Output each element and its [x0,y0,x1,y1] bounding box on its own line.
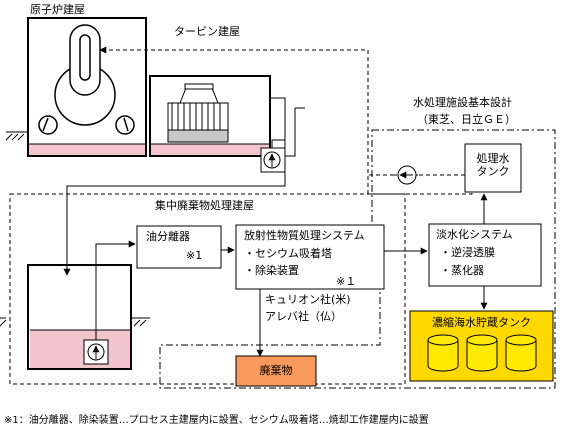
radioactive-system-item-2: ・除染装置 [244,264,299,277]
oil-separator-label: 油分離器 [146,230,190,243]
radioactive-system-title: 放射性物質処理システム [244,229,365,242]
return-pump-icon [397,165,417,185]
footnote: ※1：油分離器、除染装置…プロセス主建屋内に設置、セシウム吸着塔…焼却工作建屋内… [4,415,429,426]
desalination-item-2: ・蒸化器 [440,264,484,277]
desalination-item-1: ・逆浸透膜 [440,246,495,259]
reactor-building-label: 原子炉建屋 [30,3,85,16]
central-waste-building [9,193,406,385]
turbine-icon [167,83,229,143]
waste-box [235,355,317,387]
radioactive-system-item-1: ・セシウム吸着塔 [244,247,332,260]
transfer-line [63,139,286,276]
reactor-building [27,17,147,157]
kurion-label: キュリオン社(米) [265,293,351,306]
turbine-building-label: タービン建屋 [174,25,240,38]
pump-icon [260,147,286,173]
reactor-water [29,144,145,155]
treated-water-tank-label: 処理水 タンク [476,152,510,178]
ground-hatching [0,131,28,327]
oil-separator-box [136,225,222,269]
concentrated-tank-label: 濃縮海水貯蔵タンク [432,316,531,329]
design-companies-label: （東芝、日立ＧＥ） [417,113,516,126]
reactor-vessel-icon [38,24,135,135]
waste-label: 廃棄物 [259,364,293,377]
desalination-title: 淡水化システム [436,228,513,241]
radioactive-system-box [235,224,385,290]
treated-water-tank [464,143,522,193]
turbine-building [149,75,305,157]
pit-pump-icon [83,339,109,365]
radioactive-system-note: ※１ [336,275,357,288]
design-title-label: 水処理施設基本設計 [413,96,512,109]
pit-outflow-line [95,240,136,340]
waste-pit [27,264,150,370]
areva-label: アレバ社（仏） [265,310,342,323]
desalination-box [428,223,542,287]
oil-separator-note: ※1 [186,249,203,262]
storage-cylinder-icon [427,334,537,372]
turbine-water [151,144,269,155]
central-waste-building-label: 集中廃棄物処理建屋 [155,199,254,212]
